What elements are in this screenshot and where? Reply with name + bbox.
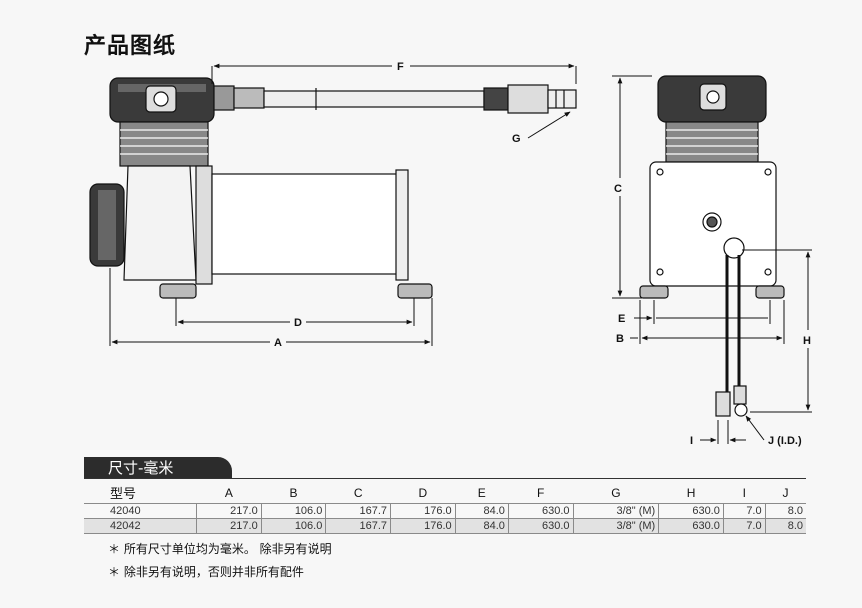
section-divider xyxy=(84,478,806,479)
label-A: A xyxy=(274,337,282,349)
cell-i: 7.0 xyxy=(722,503,766,519)
label-C: C xyxy=(614,183,622,195)
cell-b: 106.0 xyxy=(260,503,327,519)
cell-model: 42042 xyxy=(84,518,198,534)
cell-j: 8.0 xyxy=(764,518,806,534)
cell-f: 630.0 xyxy=(507,503,574,519)
label-I: I xyxy=(690,435,693,447)
cell-g: 3/8" (M) xyxy=(572,518,660,534)
cell-g: 3/8" (M) xyxy=(572,503,660,519)
front-view xyxy=(639,75,785,417)
table-row: 42040 217.0 106.0 167.7 176.0 84.0 630.0… xyxy=(84,503,806,519)
label-J: J (I.D.) xyxy=(768,435,802,447)
cell-h: 630.0 xyxy=(658,518,724,534)
table-row: 42042 217.0 106.0 167.7 176.0 84.0 630.0… xyxy=(84,518,806,534)
header-g: G xyxy=(611,485,621,500)
note-1: ＊ 所有尺寸单位均为毫米。 除非另有说明 xyxy=(108,542,332,556)
header-c: C xyxy=(353,485,363,500)
cell-e: 84.0 xyxy=(454,518,509,534)
cell-i: 7.0 xyxy=(722,518,766,534)
table-header-row: 型号 A B C D E F G H I J xyxy=(84,482,806,504)
side-view xyxy=(89,77,577,299)
cell-f: 630.0 xyxy=(507,518,574,534)
header-a: A xyxy=(224,485,233,500)
cell-j: 8.0 xyxy=(764,503,806,519)
cell-e: 84.0 xyxy=(454,503,509,519)
cell-a: 217.0 xyxy=(196,503,262,519)
cell-d: 176.0 xyxy=(390,518,456,534)
cell-c: 167.7 xyxy=(325,503,391,519)
header-d: D xyxy=(418,485,428,500)
dimensions-section-title: 尺寸-毫米 xyxy=(84,457,232,479)
page-title: 产品图纸 xyxy=(84,34,177,59)
header-h: H xyxy=(686,485,696,500)
label-H: H xyxy=(803,335,811,347)
label-E: E xyxy=(618,313,625,325)
cell-model: 42040 xyxy=(84,503,198,519)
label-G: G xyxy=(512,133,521,145)
header-e: E xyxy=(477,485,486,500)
header-model: 型号 xyxy=(110,486,137,501)
header-f: F xyxy=(537,485,545,500)
cell-h: 630.0 xyxy=(658,503,724,519)
label-D: D xyxy=(294,317,302,329)
header-i: I xyxy=(742,485,746,500)
header-b: B xyxy=(289,485,298,500)
cell-b: 106.0 xyxy=(260,518,327,534)
cell-d: 176.0 xyxy=(390,503,456,519)
header-j: J xyxy=(782,485,789,500)
label-F: F xyxy=(397,61,404,73)
label-B: B xyxy=(616,333,624,345)
cell-c: 167.7 xyxy=(325,518,391,534)
note-2: ＊ 除非另有说明，否则并非所有配件 xyxy=(108,565,304,579)
dimensions-table: 型号 A B C D E F G H I J 42040 217.0 106.0… xyxy=(84,482,806,534)
cell-a: 217.0 xyxy=(196,518,262,534)
technical-drawing: F G C D A E B H I J (I.D.) xyxy=(89,61,812,447)
